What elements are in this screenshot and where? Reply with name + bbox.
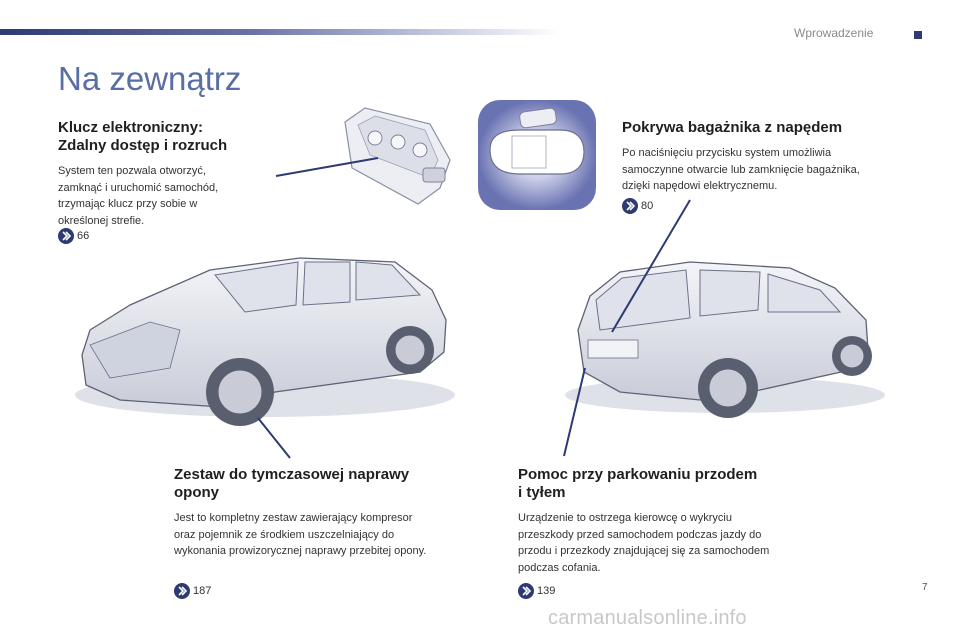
page-ref-icon: [518, 583, 534, 599]
page-ref-icon: [174, 583, 190, 599]
detection-zone-illustration: [478, 100, 596, 210]
repair-title-line2: opony: [174, 484, 219, 501]
page-title: Na zewnątrz: [58, 60, 242, 97]
parking-description: Urządzenie to ostrzega kierowcę o wykryc…: [518, 512, 770, 574]
key-title-line1: Klucz elektroniczny:: [58, 119, 204, 136]
repair-title-line1: Zestaw do tymczasowej naprawy: [174, 466, 410, 483]
tailgate-page-number: 80: [641, 200, 654, 212]
page-number: 7: [922, 582, 928, 593]
parking-section: Pomoc przy parkowaniu przodem i tyłem Ur…: [518, 466, 808, 576]
parking-title-line2: i tyłem: [518, 484, 566, 501]
tyre-pointer-line: [257, 417, 291, 459]
tailgate-pointer-line: [611, 199, 691, 333]
front-car-illustration: [75, 257, 455, 426]
repair-page-ref[interactable]: 187: [174, 583, 211, 599]
key-page-ref[interactable]: 66: [58, 228, 89, 244]
header-bar: [0, 29, 560, 35]
repair-page-number: 187: [193, 585, 212, 597]
key-fob-illustration: [344, 107, 451, 205]
repair-section: Zestaw do tymczasowej naprawy opony Jest…: [174, 466, 454, 560]
tailgate-section: Pokrywa bagażnika z napędem Po naciśnięc…: [622, 119, 892, 195]
parking-page-number: 139: [537, 585, 556, 597]
key-pointer-line: [275, 157, 379, 177]
key-description: System ten pozwala otworzyć, zamknąć i u…: [58, 165, 219, 227]
page-ref-icon: [622, 198, 638, 214]
repair-title: Zestaw do tymczasowej naprawy opony: [174, 466, 454, 502]
tailgate-page-ref[interactable]: 80: [622, 198, 653, 214]
tailgate-description: Po naciśnięciu przycisku system umożliwi…: [622, 147, 860, 192]
key-title-line2: Zdalny dostęp i rozruch: [58, 137, 228, 154]
parking-title-line1: Pomoc przy parkowaniu przodem: [518, 466, 758, 483]
key-section: Klucz elektroniczny: Zdalny dostęp i roz…: [58, 119, 288, 229]
section-marker: [914, 31, 922, 39]
parking-page-ref[interactable]: 139: [518, 583, 555, 599]
rear-car-illustration: [565, 261, 885, 418]
watermark: carmanualsonline.info: [548, 607, 747, 629]
tailgate-title: Pokrywa bagażnika z napędem: [622, 119, 843, 136]
key-title: Klucz elektroniczny: Zdalny dostęp i roz…: [58, 119, 288, 155]
page-ref-icon: [58, 228, 74, 244]
key-page-number: 66: [77, 230, 90, 242]
parking-pointer-line: [563, 367, 586, 457]
parking-title: Pomoc przy parkowaniu przodem i tyłem: [518, 466, 808, 502]
repair-description: Jest to kompletny zestaw zawierający kom…: [174, 512, 427, 557]
section-label: Wprowadzenie: [794, 26, 874, 40]
